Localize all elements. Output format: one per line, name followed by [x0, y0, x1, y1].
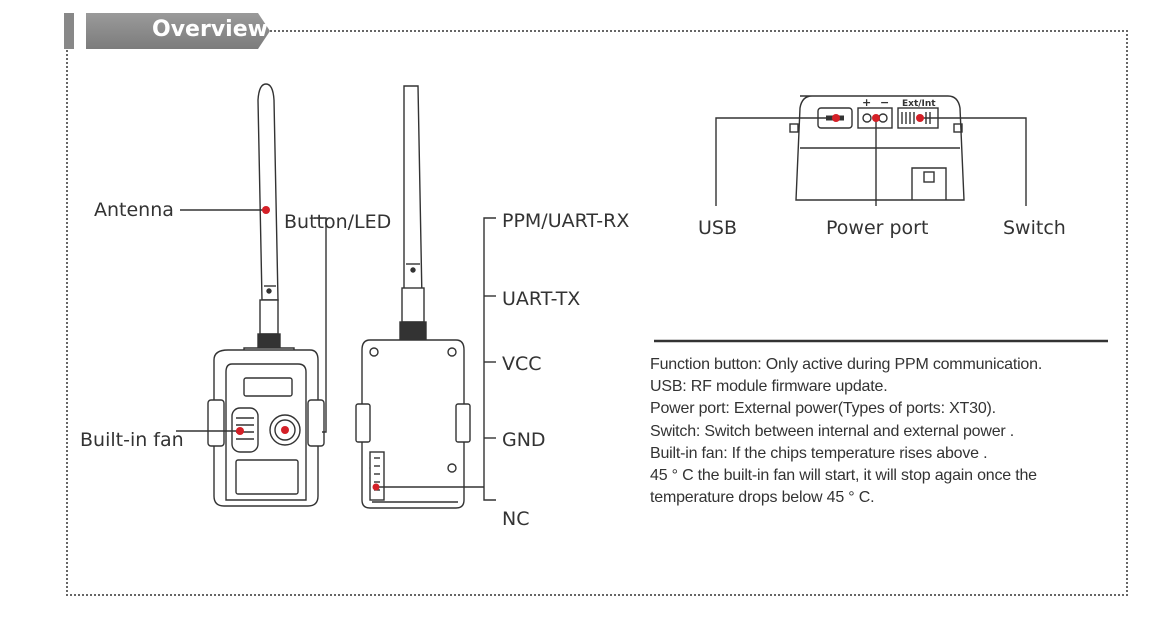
- fan-marker: [236, 427, 244, 435]
- description-line: Function button: Only active during PPM …: [650, 356, 1043, 373]
- label-vcc: VCC: [502, 353, 542, 375]
- description-line: temperature drops below 45 ° C.: [650, 489, 875, 507]
- power-port-marker: [872, 114, 880, 122]
- description-line: Switch: Switch between internal and exte…: [650, 422, 1015, 440]
- label-antenna: Antenna: [94, 199, 174, 221]
- description-line: Power port: External power(Types of port…: [650, 400, 996, 418]
- section-title: Overview: [152, 17, 268, 42]
- label-usb: USB: [698, 217, 738, 239]
- description-line: USB: RF module firmware update.: [650, 378, 888, 396]
- antenna-marker: [262, 206, 270, 214]
- red-markers: [236, 114, 924, 491]
- switch-marker: [916, 114, 924, 122]
- port-plus-mark: +: [862, 96, 871, 109]
- back-module: [355, 85, 471, 509]
- section-side-bar: [64, 13, 74, 49]
- description-line: 45 ° C the built-in fan will start, it w…: [650, 467, 1037, 485]
- label-nc: NC: [502, 508, 530, 530]
- switch-mark: Ext/Int: [902, 99, 936, 109]
- section-tab: [86, 13, 270, 49]
- description-block: Function button: Only active during PPM …: [650, 354, 1120, 509]
- label-power-port: Power port: [826, 217, 929, 239]
- label-ppm-uart-rx: PPM/UART-RX: [502, 210, 630, 232]
- pin-marker: [372, 483, 380, 491]
- port-minus-mark: −: [880, 96, 889, 109]
- label-button-led: Button/LED: [284, 211, 392, 233]
- front-module: [207, 83, 325, 507]
- label-built-in-fan: Built-in fan: [80, 429, 184, 451]
- usb-marker: [832, 114, 840, 122]
- overview-frame: [66, 30, 1128, 596]
- side-module: [789, 95, 965, 201]
- overview-frame-top: [270, 30, 1124, 32]
- label-switch: Switch: [1003, 217, 1066, 239]
- leader-lines: [176, 117, 1027, 501]
- label-uart-tx: UART-TX: [502, 288, 581, 310]
- label-gnd: GND: [502, 429, 546, 451]
- button-marker: [281, 426, 289, 434]
- description-line: Built-in fan: If the chips temperature r…: [650, 444, 988, 462]
